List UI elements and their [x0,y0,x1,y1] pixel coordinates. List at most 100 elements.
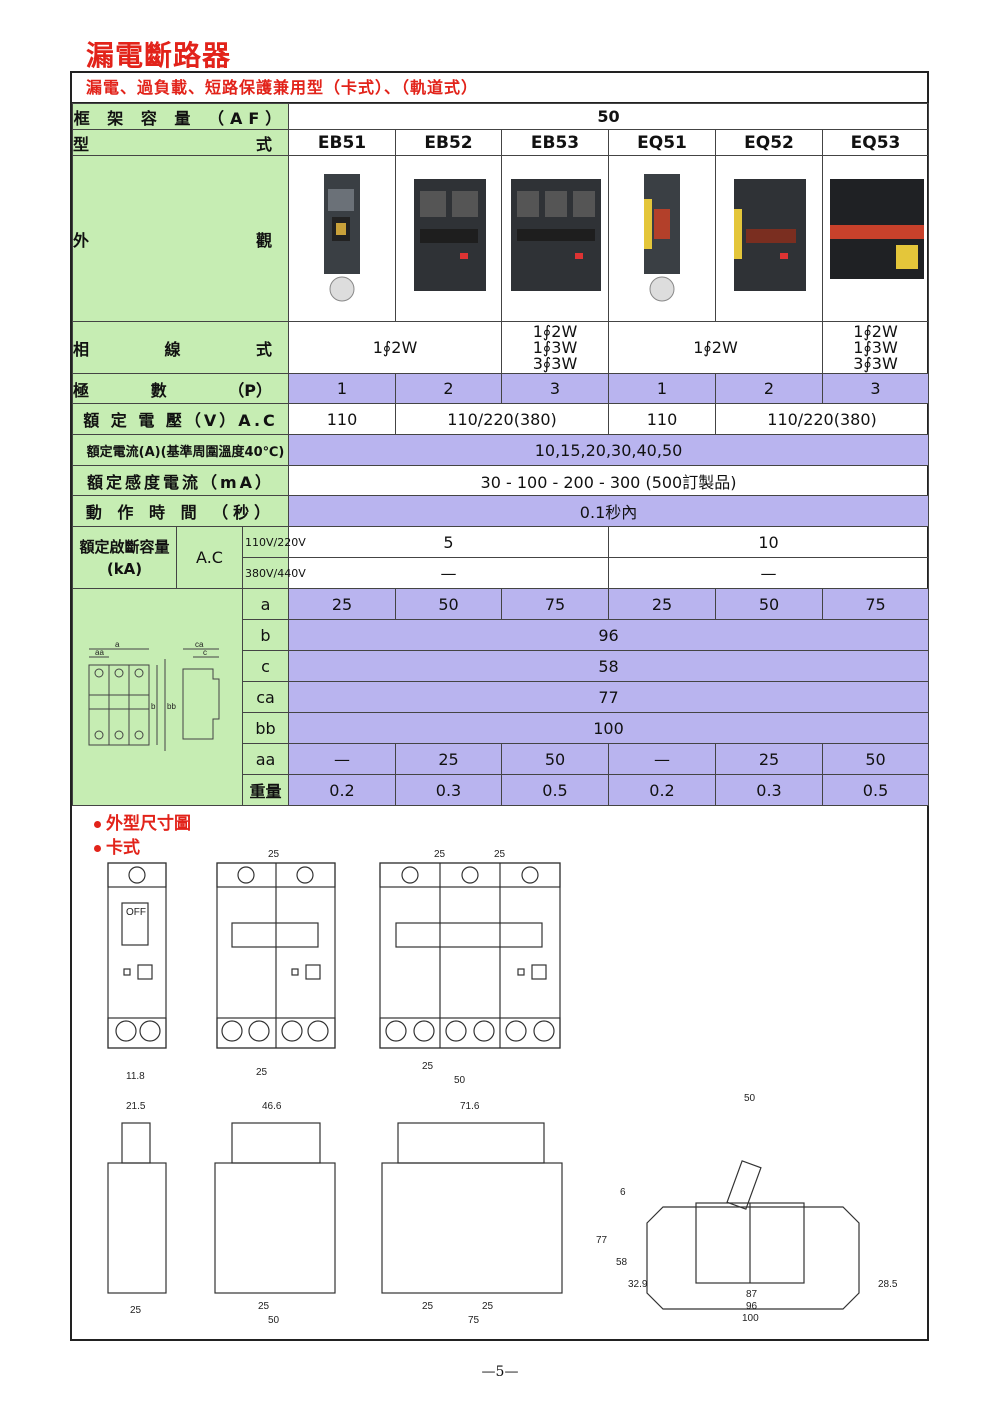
dim-a-eq51: 25 [608,588,717,620]
dim-text: 25 [258,1301,270,1312]
dim-ca-label: ca [241,681,290,713]
bullet-icon [94,844,101,852]
dim-a-eq53: 75 [822,588,930,620]
poles-label: 極數（P） [71,373,290,404]
dim-text: 25 [494,849,506,860]
diagram-label-a: a [115,640,120,649]
bullet-icon [94,820,101,828]
breaking-label: 額定啟斷容量(kA) [72,526,177,589]
photo-eb52 [395,155,503,322]
dim-text: 25 [256,1067,268,1078]
dim-text: 32.9 [628,1279,648,1290]
breaking-eb-v1: 5 [288,526,610,558]
sensitivity-label: 額定感度電流（mA） [71,465,290,496]
dim-text: 25 [422,1301,434,1312]
diagram-label-ca: ca [195,640,204,649]
dim-aa-eb53: 50 [501,743,610,775]
dim-aa-eb52: 25 [395,743,503,775]
dim-text: 50 [454,1075,466,1086]
dim-text: 25 [130,1305,142,1316]
poles-eb52: 2 [395,373,503,404]
dim-text: 21.5 [126,1101,146,1112]
dim-b-value: 96 [288,619,930,651]
model-eq51: EQ51 [608,129,717,156]
phase-eb51-52: 1∮2W [288,321,503,374]
dim-text: 96 [746,1301,758,1312]
photo-eb53 [501,155,610,322]
weight-eq52: 0.3 [715,774,824,806]
model-eb51: EB51 [288,129,397,156]
diagram-label-c: c [203,648,207,657]
dim-text: 46.6 [262,1101,282,1112]
current-value: 10,15,20,30,40,50 [288,434,930,466]
time-value: 0.1秒內 [288,495,930,527]
dim-a-label: a [241,588,290,620]
dim-c-value: 58 [288,650,930,682]
breaking-v2-label: 380V/440V [241,557,306,589]
outline-heading: 外型尺寸圖 [94,809,191,834]
weight-label: 重量 [241,774,290,806]
frame-capacity-label: 框 架 容 量 （AF） [71,103,290,130]
model-eq53: EQ53 [822,129,930,156]
dim-aa-eq53: 50 [822,743,930,775]
weight-eb52: 0.3 [395,774,503,806]
dim-a-eq52: 50 [715,588,824,620]
dim-aa-eq51: — [608,743,717,775]
dim-text: 25 [422,1061,434,1072]
dim-text: 100 [742,1313,759,1324]
breaking-eq-v2: — [608,557,930,589]
time-label: 動 作 時 間 （秒） [71,495,290,527]
phase-eq51-52: 1∮2W [608,321,824,374]
poles-eq53: 3 [822,373,930,404]
dim-text: 6 [620,1187,626,1198]
poles-eq51: 1 [608,373,717,404]
card-heading: 卡式 [94,833,140,858]
model-eb53: EB53 [501,129,610,156]
breaking-ac: A.C [176,526,243,589]
photo-eq51 [608,155,717,322]
dim-c-label: c [241,650,290,682]
voltage-label: 額 定 電 壓（V）A.C [71,403,290,435]
dim-text: 75 [468,1315,480,1326]
breaking-eq-v1: 10 [608,526,930,558]
poles-eb51: 1 [288,373,397,404]
diagram-label-bb: bb [167,702,176,711]
off-label: OFF [126,907,146,918]
dim-aa-eb51: — [288,743,397,775]
dim-aa-eq52: 25 [715,743,824,775]
poles-eb53: 3 [501,373,610,404]
diagram-label-b: b [151,702,156,711]
poles-eq52: 2 [715,373,824,404]
dim-text: 77 [596,1235,608,1246]
appearance-label: 外觀 [71,155,290,322]
voltage-eq51: 110 [608,403,717,435]
dim-text: 71.6 [460,1101,480,1112]
page-number: —5— [481,1364,519,1380]
outline-drawings: 25 25 25 OFF 11.8 25 25 50 21.5 46.6 71.… [107,849,898,1326]
dim-bb-label: bb [241,712,290,744]
dim-text: 28.5 [878,1279,898,1290]
dim-text: 25 [268,849,280,860]
weight-eq51: 0.2 [608,774,717,806]
dim-ca-value: 77 [288,681,930,713]
breaking-eb-v2: — [288,557,610,589]
dim-text: 58 [616,1257,628,1268]
dim-text: 25 [482,1301,494,1312]
type-label: 型式 [71,129,290,156]
dim-b-label: b [241,619,290,651]
weight-eq53: 0.5 [822,774,930,806]
photo-eq52 [715,155,824,322]
dimension-diagram: a aa ca c b bb [72,588,243,806]
voltage-eb51: 110 [288,403,397,435]
spec-table: 框 架 容 量 （AF） 50 型式 EB51 EB52 EB53 EQ51 E… [71,103,930,806]
spec-frame: 漏電、過負載、短路保護兼用型（卡式）、（軌道式） 框 架 容 量 （AF） 50… [70,71,930,1341]
section-subtitle: 漏電、過負載、短路保護兼用型（卡式）、（軌道式） [72,73,927,103]
dim-aa-label: aa [241,743,290,775]
model-eb52: EB52 [395,129,503,156]
dim-text: 25 [434,849,446,860]
dim-a-eb51: 25 [288,588,397,620]
dim-text: 87 [746,1289,758,1300]
dim-text: 11.8 [126,1071,145,1082]
